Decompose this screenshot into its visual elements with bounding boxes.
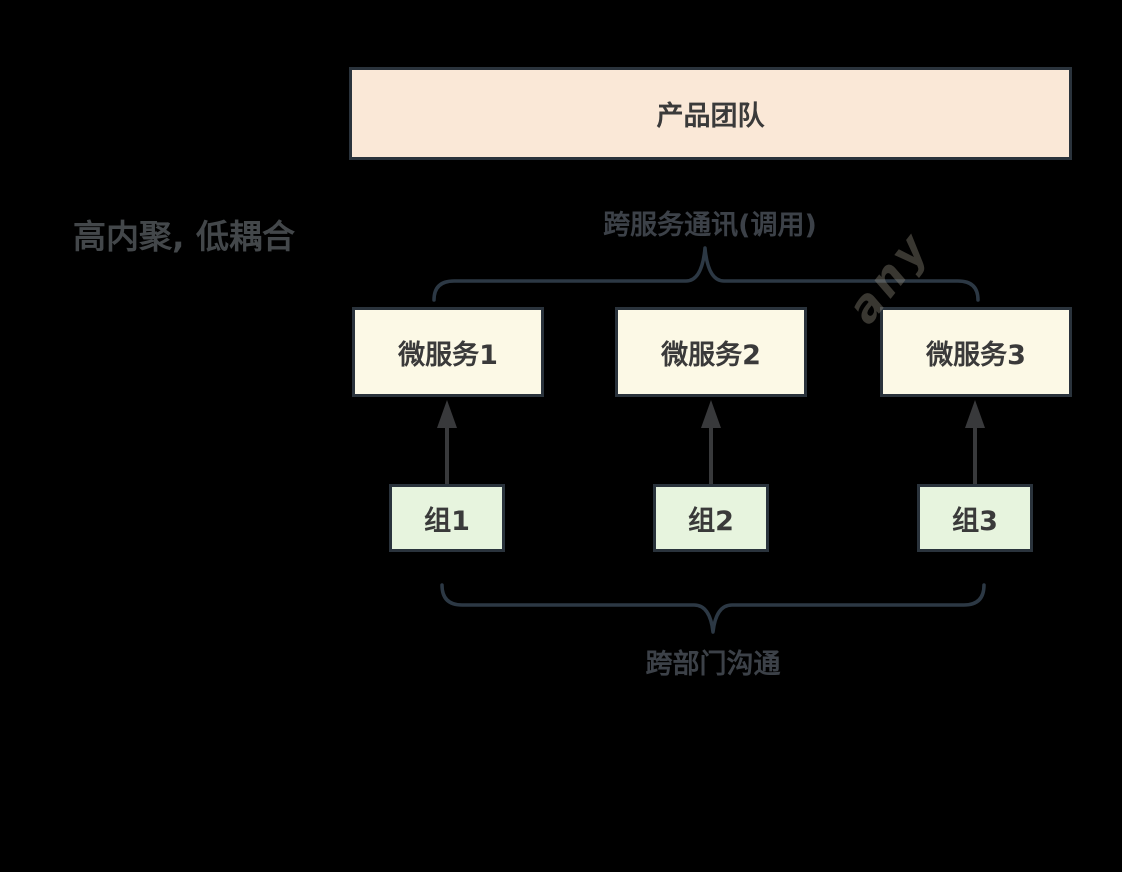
up-arrow-icon bbox=[437, 400, 457, 484]
up-arrow-icon bbox=[701, 400, 721, 484]
top-brace bbox=[432, 246, 980, 302]
group-1-box: 组1 bbox=[389, 484, 505, 552]
microservice-1-box: 微服务1 bbox=[352, 307, 544, 397]
product-team-label: 产品团队 bbox=[656, 101, 765, 132]
cross-service-communication-label: 跨服务通讯(调用) bbox=[603, 210, 817, 241]
product-team-box: 产品团队 bbox=[349, 67, 1072, 160]
cohesion-note: 高内聚, 低耦合 bbox=[73, 217, 296, 256]
bottom-brace bbox=[440, 583, 986, 634]
group-2-label: 组2 bbox=[688, 505, 734, 537]
group-3-label: 组3 bbox=[952, 505, 998, 537]
microservice-2-box: 微服务2 bbox=[615, 307, 807, 397]
microservice-1-label: 微服务1 bbox=[398, 339, 498, 371]
cross-department-communication-label: 跨部门沟通 bbox=[645, 649, 781, 680]
group-2-box: 组2 bbox=[653, 484, 769, 552]
microservice-3-box: 微服务3 bbox=[880, 307, 1072, 397]
group-3-box: 组3 bbox=[917, 484, 1033, 552]
microservice-2-label: 微服务2 bbox=[661, 339, 761, 371]
up-arrow-icon bbox=[965, 400, 985, 484]
group-1-label: 组1 bbox=[424, 505, 470, 537]
microservice-3-label: 微服务3 bbox=[926, 339, 1026, 371]
